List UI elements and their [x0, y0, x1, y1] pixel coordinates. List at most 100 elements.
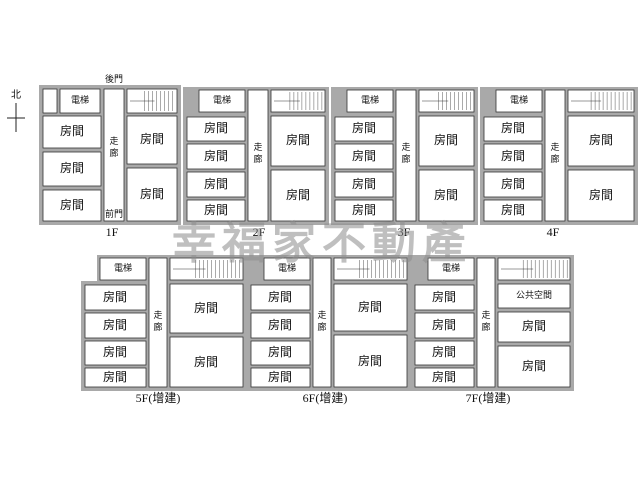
elevator-5f-label: 電梯: [114, 262, 132, 273]
room-3f-a-label: 房間: [352, 120, 376, 135]
room-1f-b-label: 房間: [60, 160, 84, 175]
room-6f-a: [250, 284, 311, 311]
front-door-label: 前門: [105, 208, 123, 219]
room-5f-d-label: 房間: [103, 369, 127, 384]
room-1f-a: [42, 115, 102, 149]
room-4f-c-label: 房間: [501, 176, 525, 191]
room-1f-e-label: 房間: [140, 186, 164, 201]
room-7f-a-label: 房間: [432, 289, 456, 304]
public-space-7f-label: 公共空間: [516, 289, 552, 300]
room-4f-c: [483, 171, 543, 198]
corridor-3f: [395, 89, 417, 222]
room-7f-e-label: 房間: [522, 318, 546, 333]
room-5f-e-label: 房間: [194, 300, 218, 315]
elevator-3f: [346, 89, 394, 113]
stairs-7f: [497, 257, 571, 281]
corridor-1f-label-bottom: 廊: [109, 147, 118, 158]
compass-label: 北: [11, 89, 21, 101]
floor-7f: 電梯 房間 房間 房間 房間 走 廊 公共空間 房間 房間 7F(增建): [411, 255, 574, 405]
room-6f-a-label: 房間: [268, 289, 292, 304]
corridor-4f-label-bottom: 廊: [550, 153, 559, 164]
room-7f-b-label: 房間: [432, 317, 456, 332]
room-3f-a: [334, 116, 394, 142]
room-5f-f: [169, 336, 244, 388]
room-6f-d-label: 房間: [268, 369, 292, 384]
room-5f-b: [84, 312, 147, 339]
room-5f-a-label: 房間: [103, 289, 127, 304]
room-1f-e: [126, 167, 178, 222]
corridor-5f-label-bottom: 廊: [153, 321, 162, 332]
elevator-2f: [198, 89, 246, 113]
room-4f-f-label: 房間: [589, 187, 613, 202]
elevator-4f: [495, 89, 543, 113]
elevator-6f: [263, 257, 311, 281]
corridor-6f-label-bottom: 廊: [317, 321, 326, 332]
room-2f-e-label: 房間: [286, 132, 310, 147]
elevator-1f: [59, 88, 101, 114]
room-2f-e: [270, 115, 326, 167]
room-6f-c: [250, 340, 311, 366]
room-7f-d-label: 房間: [432, 369, 456, 384]
north-compass: 北: [7, 89, 25, 132]
floor-7f-label: 7F(增建): [466, 391, 511, 405]
stairs-6f: [333, 257, 408, 281]
room-1f-shaft: [42, 88, 58, 114]
room-3f-c: [334, 171, 394, 198]
room-2f-d-label: 房間: [204, 202, 228, 217]
room-3f-b-label: 房間: [352, 148, 376, 163]
room-5f-c-label: 房間: [103, 344, 127, 359]
floor-1f-label: 1F: [106, 225, 119, 239]
elevator-2f-label: 電梯: [213, 94, 231, 105]
elevator-5f: [99, 257, 147, 281]
room-6f-b: [250, 312, 311, 339]
room-1f-b: [42, 151, 102, 187]
elevator-7f-label: 電梯: [442, 262, 460, 273]
corridor-3f-label-top: 走: [401, 142, 410, 152]
corridor-5f: [148, 257, 168, 388]
room-5f-d: [84, 367, 147, 388]
corridor-4f-label-top: 走: [550, 142, 559, 152]
floor-3f-label: 3F: [398, 225, 411, 239]
room-2f-c: [186, 171, 246, 198]
room-3f-e: [418, 115, 475, 167]
floor-1f: 電梯 房間 房間 房間 走 廊 房間 房間 後門 前門 1F: [39, 73, 181, 239]
room-1f-d: [126, 115, 178, 165]
room-3f-b: [334, 143, 394, 170]
floor-5f-label: 5F(增建): [136, 391, 181, 405]
room-7f-f-label: 房間: [522, 358, 546, 373]
room-6f-f-label: 房間: [358, 353, 382, 368]
floor-4f: 電梯 房間 房間 房間 房間 走 廊 房間 房間 4F: [480, 87, 638, 239]
elevator-1f-label: 電梯: [71, 94, 89, 105]
stair-treads: [130, 91, 632, 278]
room-3f-f-label: 房間: [434, 187, 458, 202]
room-7f-f: [497, 345, 571, 388]
room-6f-b-label: 房間: [268, 317, 292, 332]
public-space-7f: [497, 283, 571, 309]
room-5f-f-label: 房間: [194, 354, 218, 369]
floor-5f: 電梯 房間 房間 房間 房間 走 廊 房間 房間 5F(增建): [81, 255, 247, 405]
floor-2f: 電梯 房間 房間 房間 房間 走 廊 房間 房間 2F: [183, 87, 329, 239]
room-3f-f: [418, 169, 475, 222]
corridor-5f-label-top: 走: [153, 310, 162, 320]
corridor-2f-label-top: 走: [253, 142, 262, 152]
floor-2f-label: 2F: [253, 225, 266, 239]
room-2f-a: [186, 116, 246, 142]
elevator-6f-label: 電梯: [278, 262, 296, 273]
room-6f-e-label: 房間: [358, 299, 382, 314]
corridor-4f: [544, 89, 566, 222]
room-4f-b-label: 房間: [501, 148, 525, 163]
room-7f-c: [414, 340, 475, 366]
room-5f-e: [169, 283, 244, 334]
room-2f-b-label: 房間: [204, 148, 228, 163]
room-3f-d: [334, 199, 394, 222]
room-4f-d-label: 房間: [501, 202, 525, 217]
room-7f-b: [414, 312, 475, 339]
room-3f-d-label: 房間: [352, 202, 376, 217]
room-7f-d: [414, 367, 475, 388]
corridor-1f: [103, 88, 125, 222]
elevator-4f-label: 電梯: [510, 94, 528, 105]
corridor-6f-label-top: 走: [317, 310, 326, 320]
corridor-7f: [476, 257, 496, 388]
